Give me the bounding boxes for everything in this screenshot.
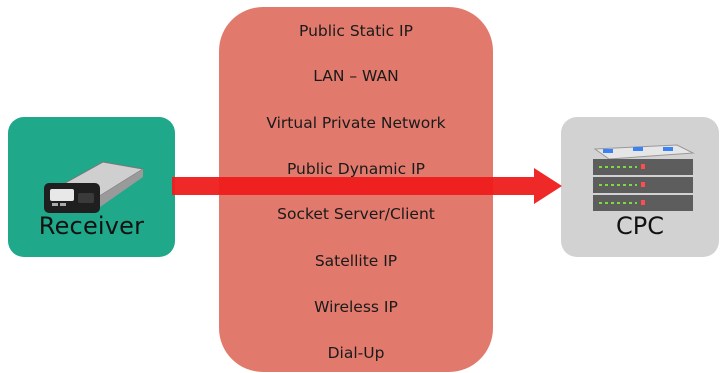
data-flow-arrow [172, 168, 562, 204]
method-wireless-ip: Wireless IP [314, 298, 398, 316]
cpc-label: CPC [616, 212, 664, 240]
method-public-dynamic-ip: Public Dynamic IP [286, 160, 425, 178]
cpc-node: CPC [561, 117, 719, 257]
method-satellite-ip: Satellite IP [314, 252, 398, 270]
method-socket-server-client: Socket Server/Client [277, 205, 435, 223]
method-vpn: Virtual Private Network [266, 114, 446, 132]
receiver-label: Receiver [38, 212, 145, 240]
receiver-node: Receiver [8, 117, 175, 257]
server-rack-icon [593, 144, 695, 211]
method-public-static-ip: Public Static IP [299, 22, 413, 40]
method-lan-wan: LAN – WAN [313, 67, 399, 85]
gnss-receiver-icon [44, 161, 145, 213]
method-dial-up: Dial-Up [327, 344, 385, 362]
